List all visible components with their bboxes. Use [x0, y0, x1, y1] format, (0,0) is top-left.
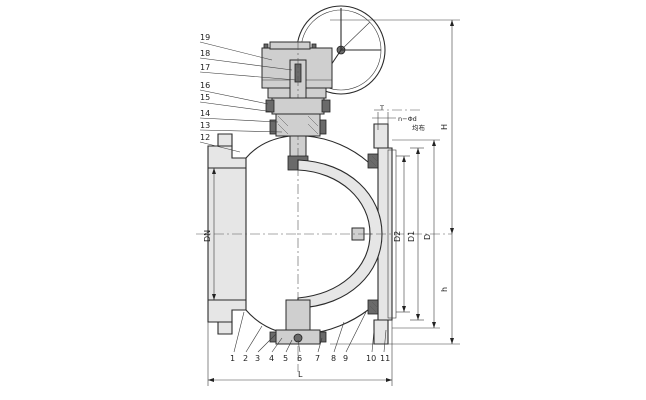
- part-number-5: 5: [283, 354, 288, 363]
- part-number-11: 11: [380, 354, 390, 363]
- part-number-3: 3: [255, 354, 260, 363]
- part-number-19: 19: [200, 33, 210, 42]
- part-number-7: 7: [315, 354, 320, 363]
- part-number-4: 4: [269, 354, 274, 363]
- part-number-8: 8: [331, 354, 336, 363]
- part-numbers-bottom: 1 2 3 4 5 6 7 8 9 10 11: [230, 354, 390, 363]
- part-number-14: 14: [200, 109, 210, 118]
- dimension-D2: D2: [393, 231, 402, 242]
- part-number-13: 13: [200, 121, 210, 130]
- part-number-15: 15: [200, 93, 210, 102]
- dimension-D1: D1: [407, 231, 416, 242]
- bottom-trunnion: [269, 299, 327, 345]
- dimension-h: h: [440, 287, 449, 292]
- part-number-18: 18: [200, 49, 210, 58]
- part-number-6: 6: [297, 354, 302, 363]
- dimension-bolt-holes: n−Φd: [398, 115, 417, 123]
- dimension-DN: DN: [203, 230, 212, 242]
- flange-note: 均布: [412, 123, 426, 132]
- part-number-10: 10: [366, 354, 376, 363]
- dimension-lines: [207, 19, 460, 386]
- part-number-2: 2: [243, 354, 248, 363]
- dimension-L: L: [298, 370, 303, 379]
- dimension-T: T: [379, 104, 384, 112]
- part-number-16: 16: [200, 81, 210, 90]
- part-number-1: 1: [230, 354, 235, 363]
- part-number-9: 9: [343, 354, 348, 363]
- dimension-labels: L H h DN D D1 D2 T n−Φd 均布: [203, 104, 449, 379]
- part-number-17: 17: [200, 63, 210, 72]
- part-numbers-left: 19 18 17 16 15 14 13 12: [200, 33, 210, 142]
- dimension-H: H: [440, 124, 449, 130]
- part-number-12: 12: [200, 133, 210, 142]
- dimension-D: D: [423, 234, 432, 240]
- part-leaders: [199, 41, 387, 353]
- bonnet: [265, 97, 331, 171]
